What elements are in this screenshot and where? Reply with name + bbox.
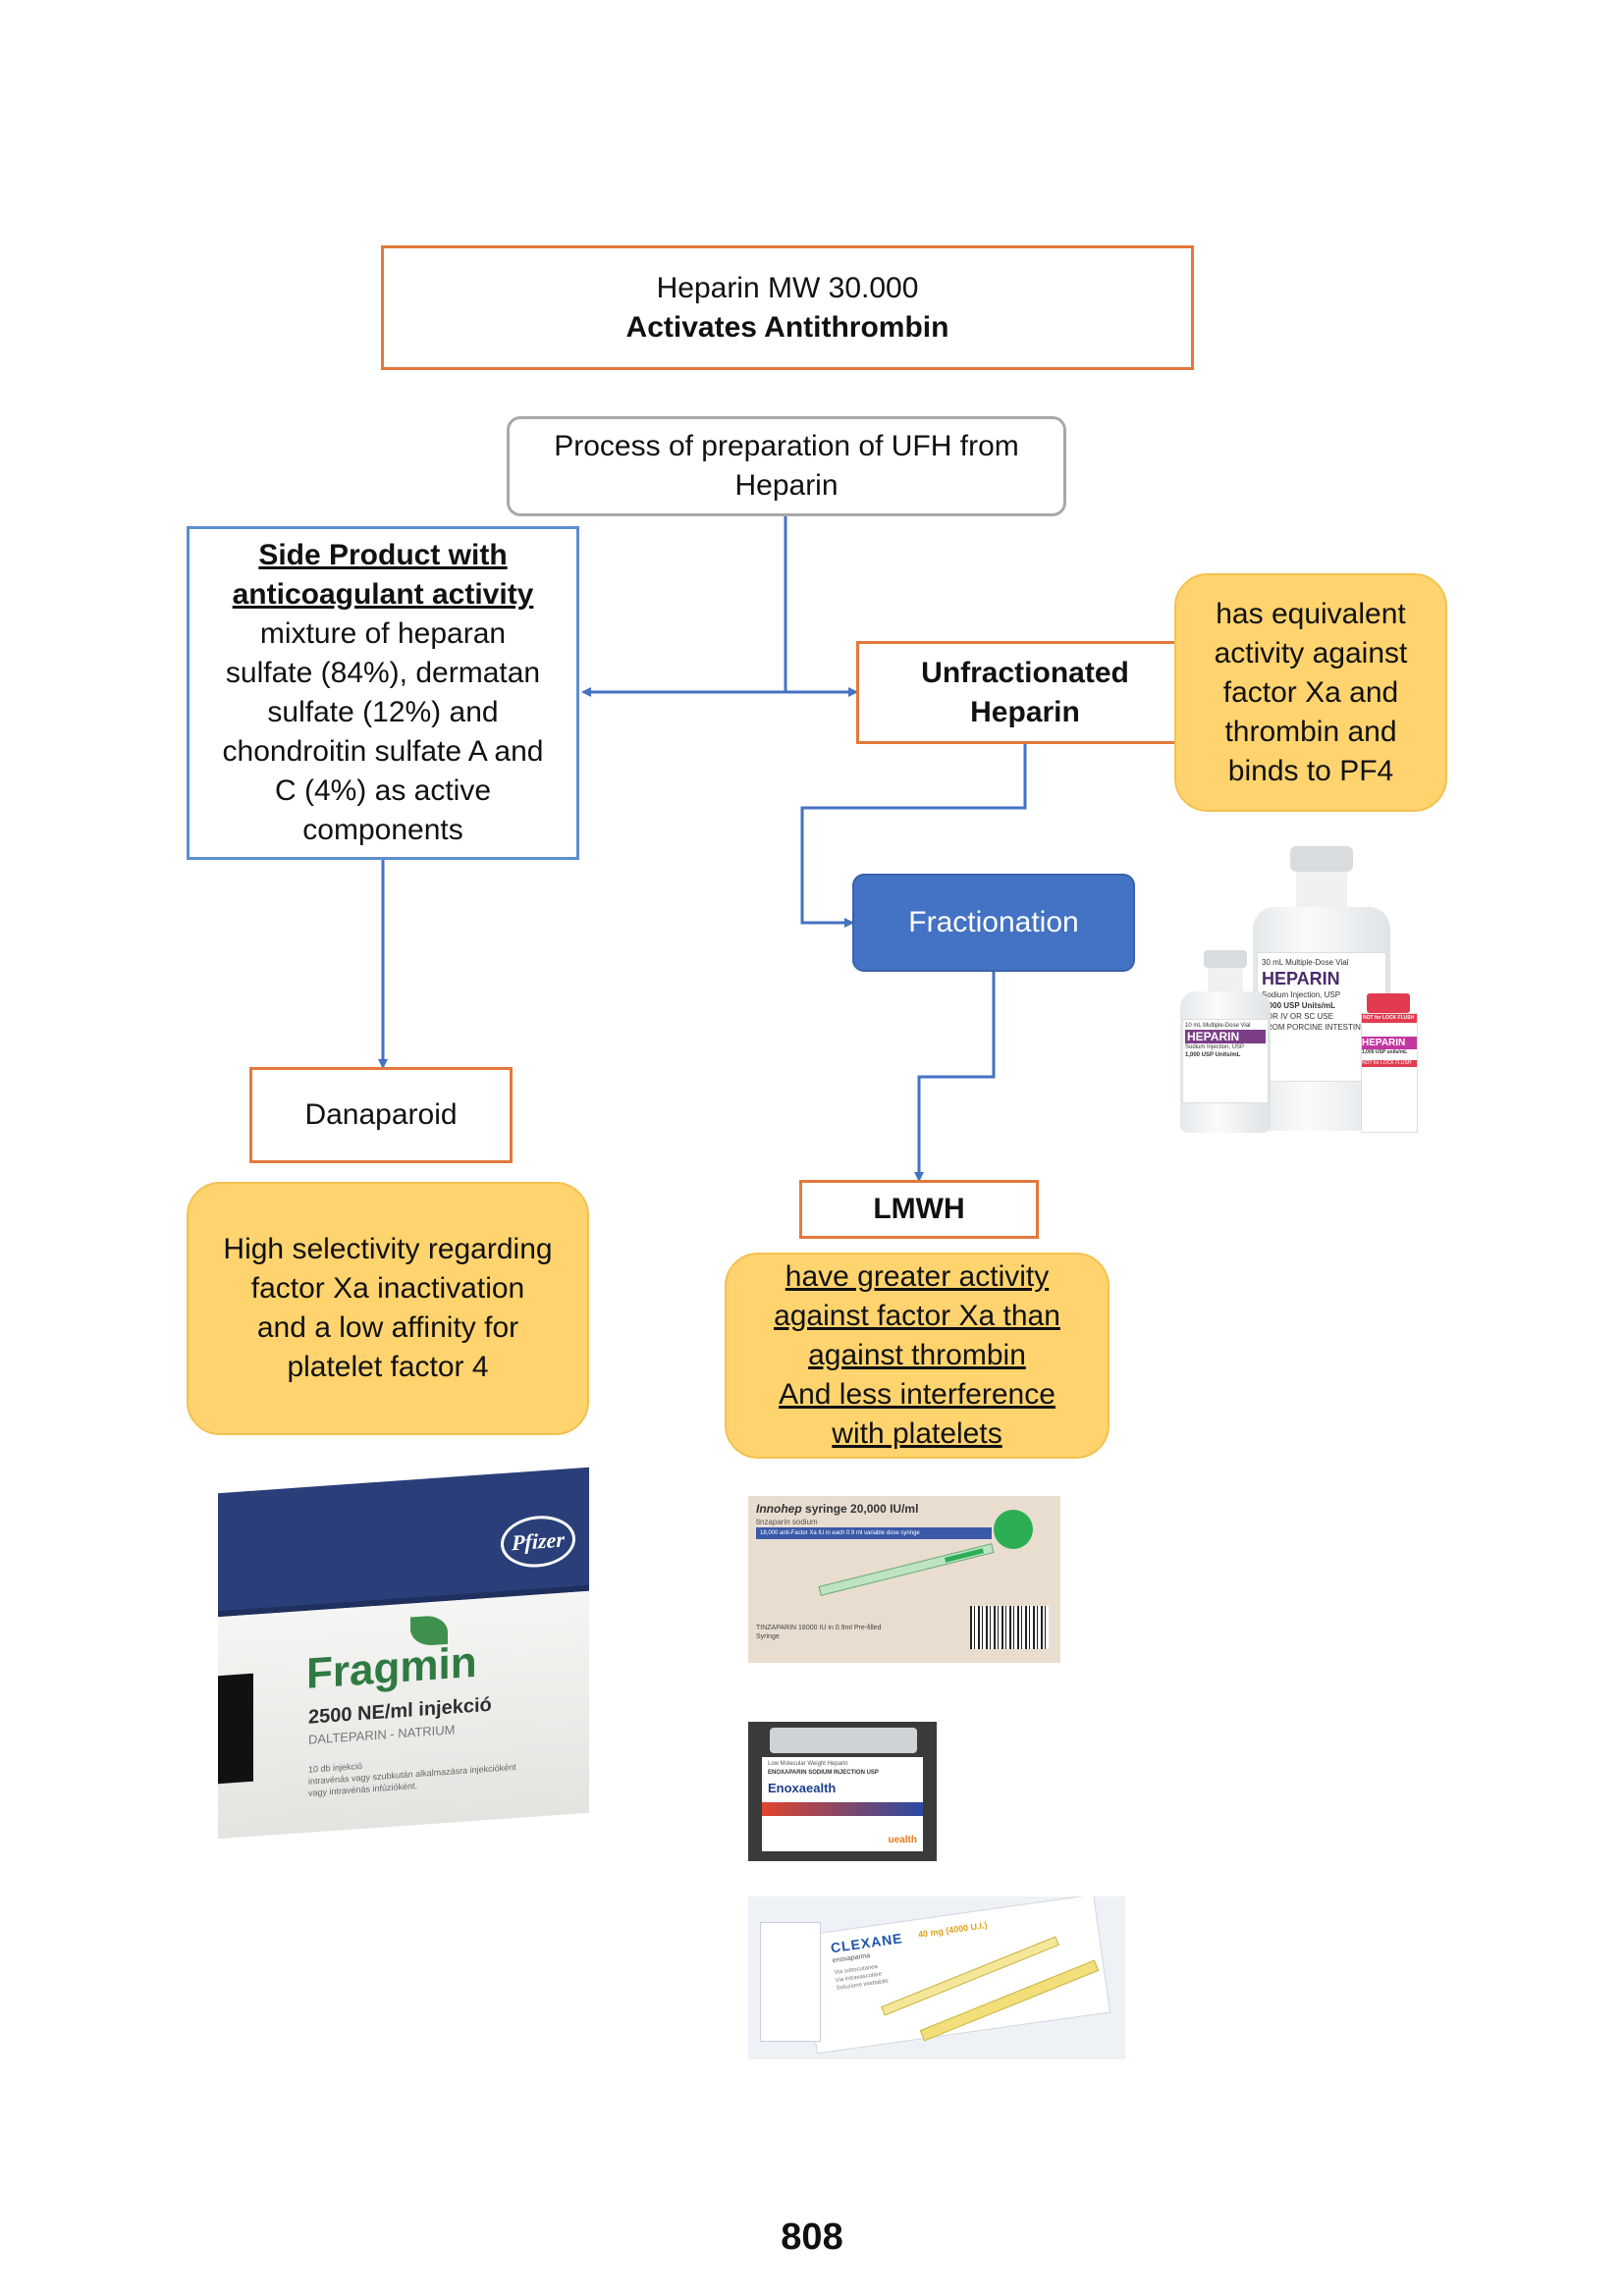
ufh-note: has equivalent activity against factor X… — [1174, 573, 1447, 812]
small-vial-top-text: 10 mL Multiple-Dose Vial — [1185, 1023, 1251, 1029]
fractionation-box: Fractionation — [852, 874, 1135, 972]
side-product-line: mixture of heparan — [259, 617, 507, 650]
clexane-image: CLEXANE 40 mg (4000 U.I.) enoxaparina Vi… — [748, 1896, 1125, 2059]
arrow-ufh-to-fractionation — [800, 744, 1027, 928]
side-product-line: sulfate (84%), dermatan — [225, 657, 541, 689]
pink-vial-units: 1,000 USP units/mL — [1362, 1049, 1408, 1055]
fragmin-strength: 2500 NE/ml injekció — [308, 1693, 492, 1729]
lmwh-note-line: against factor Xa than — [774, 1300, 1060, 1332]
ufh-line-2: Heparin — [970, 695, 1080, 728]
barcode-icon — [970, 1606, 1049, 1649]
danaparoid-note: High selectivity regarding factor Xa ina… — [187, 1182, 589, 1435]
innohep-sub: tinzaparin sodium — [756, 1518, 818, 1526]
large-vial-units: 1,000 USP Units/mL — [1262, 1001, 1335, 1010]
fragmin-box-image: Pfizer Fragmin 2500 NE/ml injekció DALTE… — [218, 1467, 589, 1840]
process-line-2: Heparin — [734, 469, 839, 502]
side-product-title-1: Side Product with — [258, 539, 508, 571]
heparin-vials-image: 30 mL Multiple-Dose Vial HEPARIN Sodium … — [1174, 844, 1420, 1148]
pink-vial-top: NOT for LOCK FLUSH — [1362, 1014, 1417, 1023]
enox-sub: ENOXAPARIN SODIUM INJECTION USP — [768, 1770, 879, 1776]
heparin-mw-label: Heparin MW 30.000 — [656, 271, 919, 304]
pfizer-logo: Pfizer — [501, 1513, 575, 1571]
ufh-note-line: has equivalent — [1216, 597, 1406, 630]
process-box: Process of preparation of UFH from Hepar… — [507, 416, 1066, 516]
innohep-title: Innohep — [756, 1502, 802, 1516]
enox-header: Low Molecular Weight Heparin — [768, 1761, 848, 1767]
lmwh-note: have greater activity against factor Xa … — [725, 1253, 1110, 1459]
process-line-1: Process of preparation of UFH from — [554, 430, 1019, 462]
danaparoid-note-line: platelet factor 4 — [287, 1351, 489, 1383]
side-product-line: components — [302, 814, 463, 846]
clexane-dose: 40 mg (4000 U.I.) — [917, 1920, 989, 1940]
innohep-bottom-text: TINZAPARIN 18000 IU in 0.9ml Pre-filled … — [756, 1625, 882, 1640]
pink-vial: NOT for LOCK FLUSH HEPARIN 1,000 USP uni… — [1361, 993, 1418, 1133]
lmwh-note-line: against thrombin — [808, 1339, 1026, 1371]
enox-brand: Enoxaealth — [768, 1781, 837, 1795]
side-product-line: sulfate (12%) and — [267, 696, 499, 728]
small-vial-sub: Sodium Injection, USP — [1185, 1044, 1245, 1050]
small-vial-units: 1,000 USP Units/mL — [1185, 1052, 1241, 1058]
lmwh-note-line: with platelets — [832, 1417, 1002, 1450]
small-vial-brand: HEPARIN — [1185, 1030, 1266, 1043]
enoxaealth-image: Low Molecular Weight Heparin ENOXAPARIN … — [748, 1722, 937, 1861]
pink-vial-bottom: NOT for LOCK FLUSH — [1362, 1060, 1417, 1067]
side-product-box: Side Product with anticoagulant activity… — [187, 526, 579, 860]
large-vial-top-text: 30 mL Multiple-Dose Vial — [1262, 958, 1349, 967]
large-vial-sub: Sodium Injection, USP — [1262, 990, 1341, 999]
large-vial-route: FOR IV OR SC USE — [1262, 1012, 1333, 1021]
enox-maker: uealth — [888, 1835, 917, 1845]
danaparoid-note-line: High selectivity regarding — [223, 1233, 553, 1265]
innohep-title2: syringe 20,000 IU/ml — [805, 1502, 919, 1516]
fractionation-label: Fractionation — [908, 906, 1079, 938]
side-product-title-2: anticoagulant activity — [232, 578, 534, 611]
lmwh-label: LMWH — [873, 1193, 965, 1225]
unfractionated-heparin-box: Unfractionated Heparin — [856, 641, 1194, 744]
lmwh-note-line: have greater activity — [785, 1260, 1050, 1293]
large-vial-source: FROM PORCINE INTESTINES — [1262, 1023, 1372, 1032]
pink-vial-brand: HEPARIN — [1362, 1037, 1417, 1049]
arrow-fractionation-to-lmwh — [914, 972, 996, 1182]
green-dot-icon — [994, 1510, 1033, 1549]
fragmin-brand: Fragmin — [306, 1637, 477, 1698]
page-number: 808 — [781, 2216, 843, 2258]
fragmin-box-front: Fragmin 2500 NE/ml injekció DALTEPARIN -… — [218, 1590, 589, 1840]
danaparoid-note-line: and a low affinity for — [256, 1311, 519, 1344]
large-vial-brand: HEPARIN — [1262, 969, 1340, 988]
ufh-line-1: Unfractionated — [921, 656, 1129, 689]
activates-antithrombin-label: Activates Antithrombin — [625, 310, 949, 344]
ufh-note-line: thrombin and — [1224, 715, 1397, 748]
innohep-image: Innohep syringe 20,000 IU/ml tinzaparin … — [748, 1496, 1060, 1663]
danaparoid-box: Danaparoid — [249, 1067, 513, 1163]
heparin-mw-box: Heparin MW 30.000 Activates Antithrombin — [381, 245, 1194, 370]
ufh-note-line: activity against — [1214, 636, 1408, 669]
lmwh-box: LMWH — [799, 1180, 1039, 1239]
danaparoid-note-line: factor Xa inactivation — [250, 1272, 525, 1305]
lmwh-note-line: And less interference — [779, 1378, 1056, 1411]
innohep-band: 18,000 anti-Factor Xa IU in each 0.9 ml … — [756, 1527, 992, 1539]
ufh-note-line: binds to PF4 — [1227, 754, 1394, 787]
side-product-line: C (4%) as active — [274, 774, 492, 807]
danaparoid-label: Danaparoid — [304, 1098, 458, 1131]
small-vial: 10 mL Multiple-Dose Vial HEPARIN Sodium … — [1180, 950, 1271, 1133]
side-product-line: chondroitin sulfate A and — [222, 735, 544, 768]
ufh-note-line: factor Xa and — [1222, 675, 1399, 709]
